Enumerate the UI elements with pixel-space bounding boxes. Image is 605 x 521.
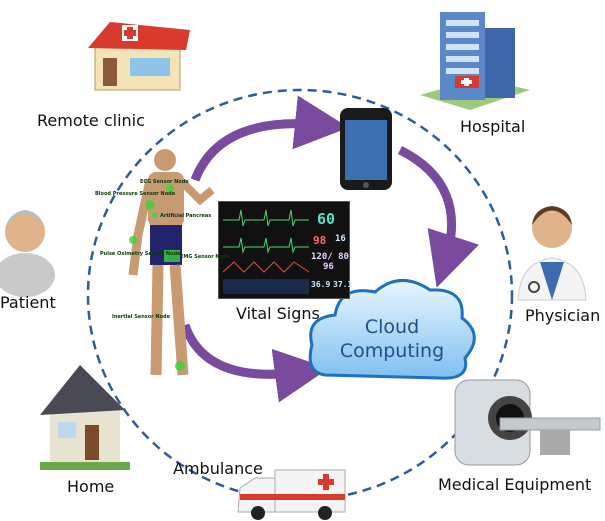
ambulance-icon	[237, 469, 346, 520]
label-remote-clinic: Remote clinic	[37, 111, 145, 130]
label-patient: Patient	[0, 293, 56, 312]
smartphone-icon	[340, 108, 392, 190]
cloud-icon	[308, 279, 476, 380]
label-ambulance: Ambulance	[173, 459, 263, 478]
label-home: Home	[67, 477, 115, 496]
home-icon	[40, 365, 130, 470]
mri-scanner-icon	[454, 379, 601, 466]
spo2-value: 98	[313, 234, 327, 247]
sensor-label-emg: EMG Sensor Node	[180, 254, 230, 260]
arrow-body-to-cloud	[180, 323, 329, 403]
mean-pressure-value: 96	[323, 262, 334, 272]
label-physician: Physician	[525, 306, 601, 325]
cloud-line-2: Computing	[339, 340, 445, 362]
sensor-label-ecg: ECG Sensor Node	[140, 179, 189, 185]
remote-clinic-icon	[88, 22, 190, 91]
sensor-label-pancreas: Artificial Pancreas	[160, 213, 212, 219]
resp-rate-value: 16	[335, 234, 346, 244]
temp1-value: 36.9	[311, 280, 331, 289]
sensor-label-pulse-ox: Pulse Oximetry Sensor Node	[100, 251, 181, 257]
temp2-value: 37.1	[333, 280, 353, 289]
label-hospital: Hospital	[460, 117, 526, 136]
physician-icon	[517, 206, 587, 301]
arrow-body-to-phone	[190, 95, 349, 182]
sensor-label-inertial: Inertial Sensor Node	[112, 314, 170, 320]
ecg-waveforms	[222, 209, 310, 294]
heart-rate-value: 60	[317, 210, 336, 228]
blood-pressure-value: 120/ 80	[311, 252, 349, 262]
sensor-label-blood-pressure: Blood Pressure Sensor Node	[95, 191, 176, 197]
patient-icon	[0, 210, 55, 297]
label-vital-signs: Vital Signs	[236, 304, 320, 323]
human-body-sensor-figure	[128, 149, 215, 376]
cloud-computing-label: Cloud Computing	[328, 315, 456, 363]
hospital-icon	[420, 12, 530, 110]
arrow-phone-to-cloud	[397, 145, 480, 288]
cloud-line-1: Cloud	[364, 316, 420, 338]
dashed-network-ring	[86, 88, 514, 502]
vital-signs-monitor: 60 98 16 120/ 80 96 36.9 37.1	[218, 201, 353, 299]
label-medical-equipment: Medical Equipment	[438, 475, 592, 494]
